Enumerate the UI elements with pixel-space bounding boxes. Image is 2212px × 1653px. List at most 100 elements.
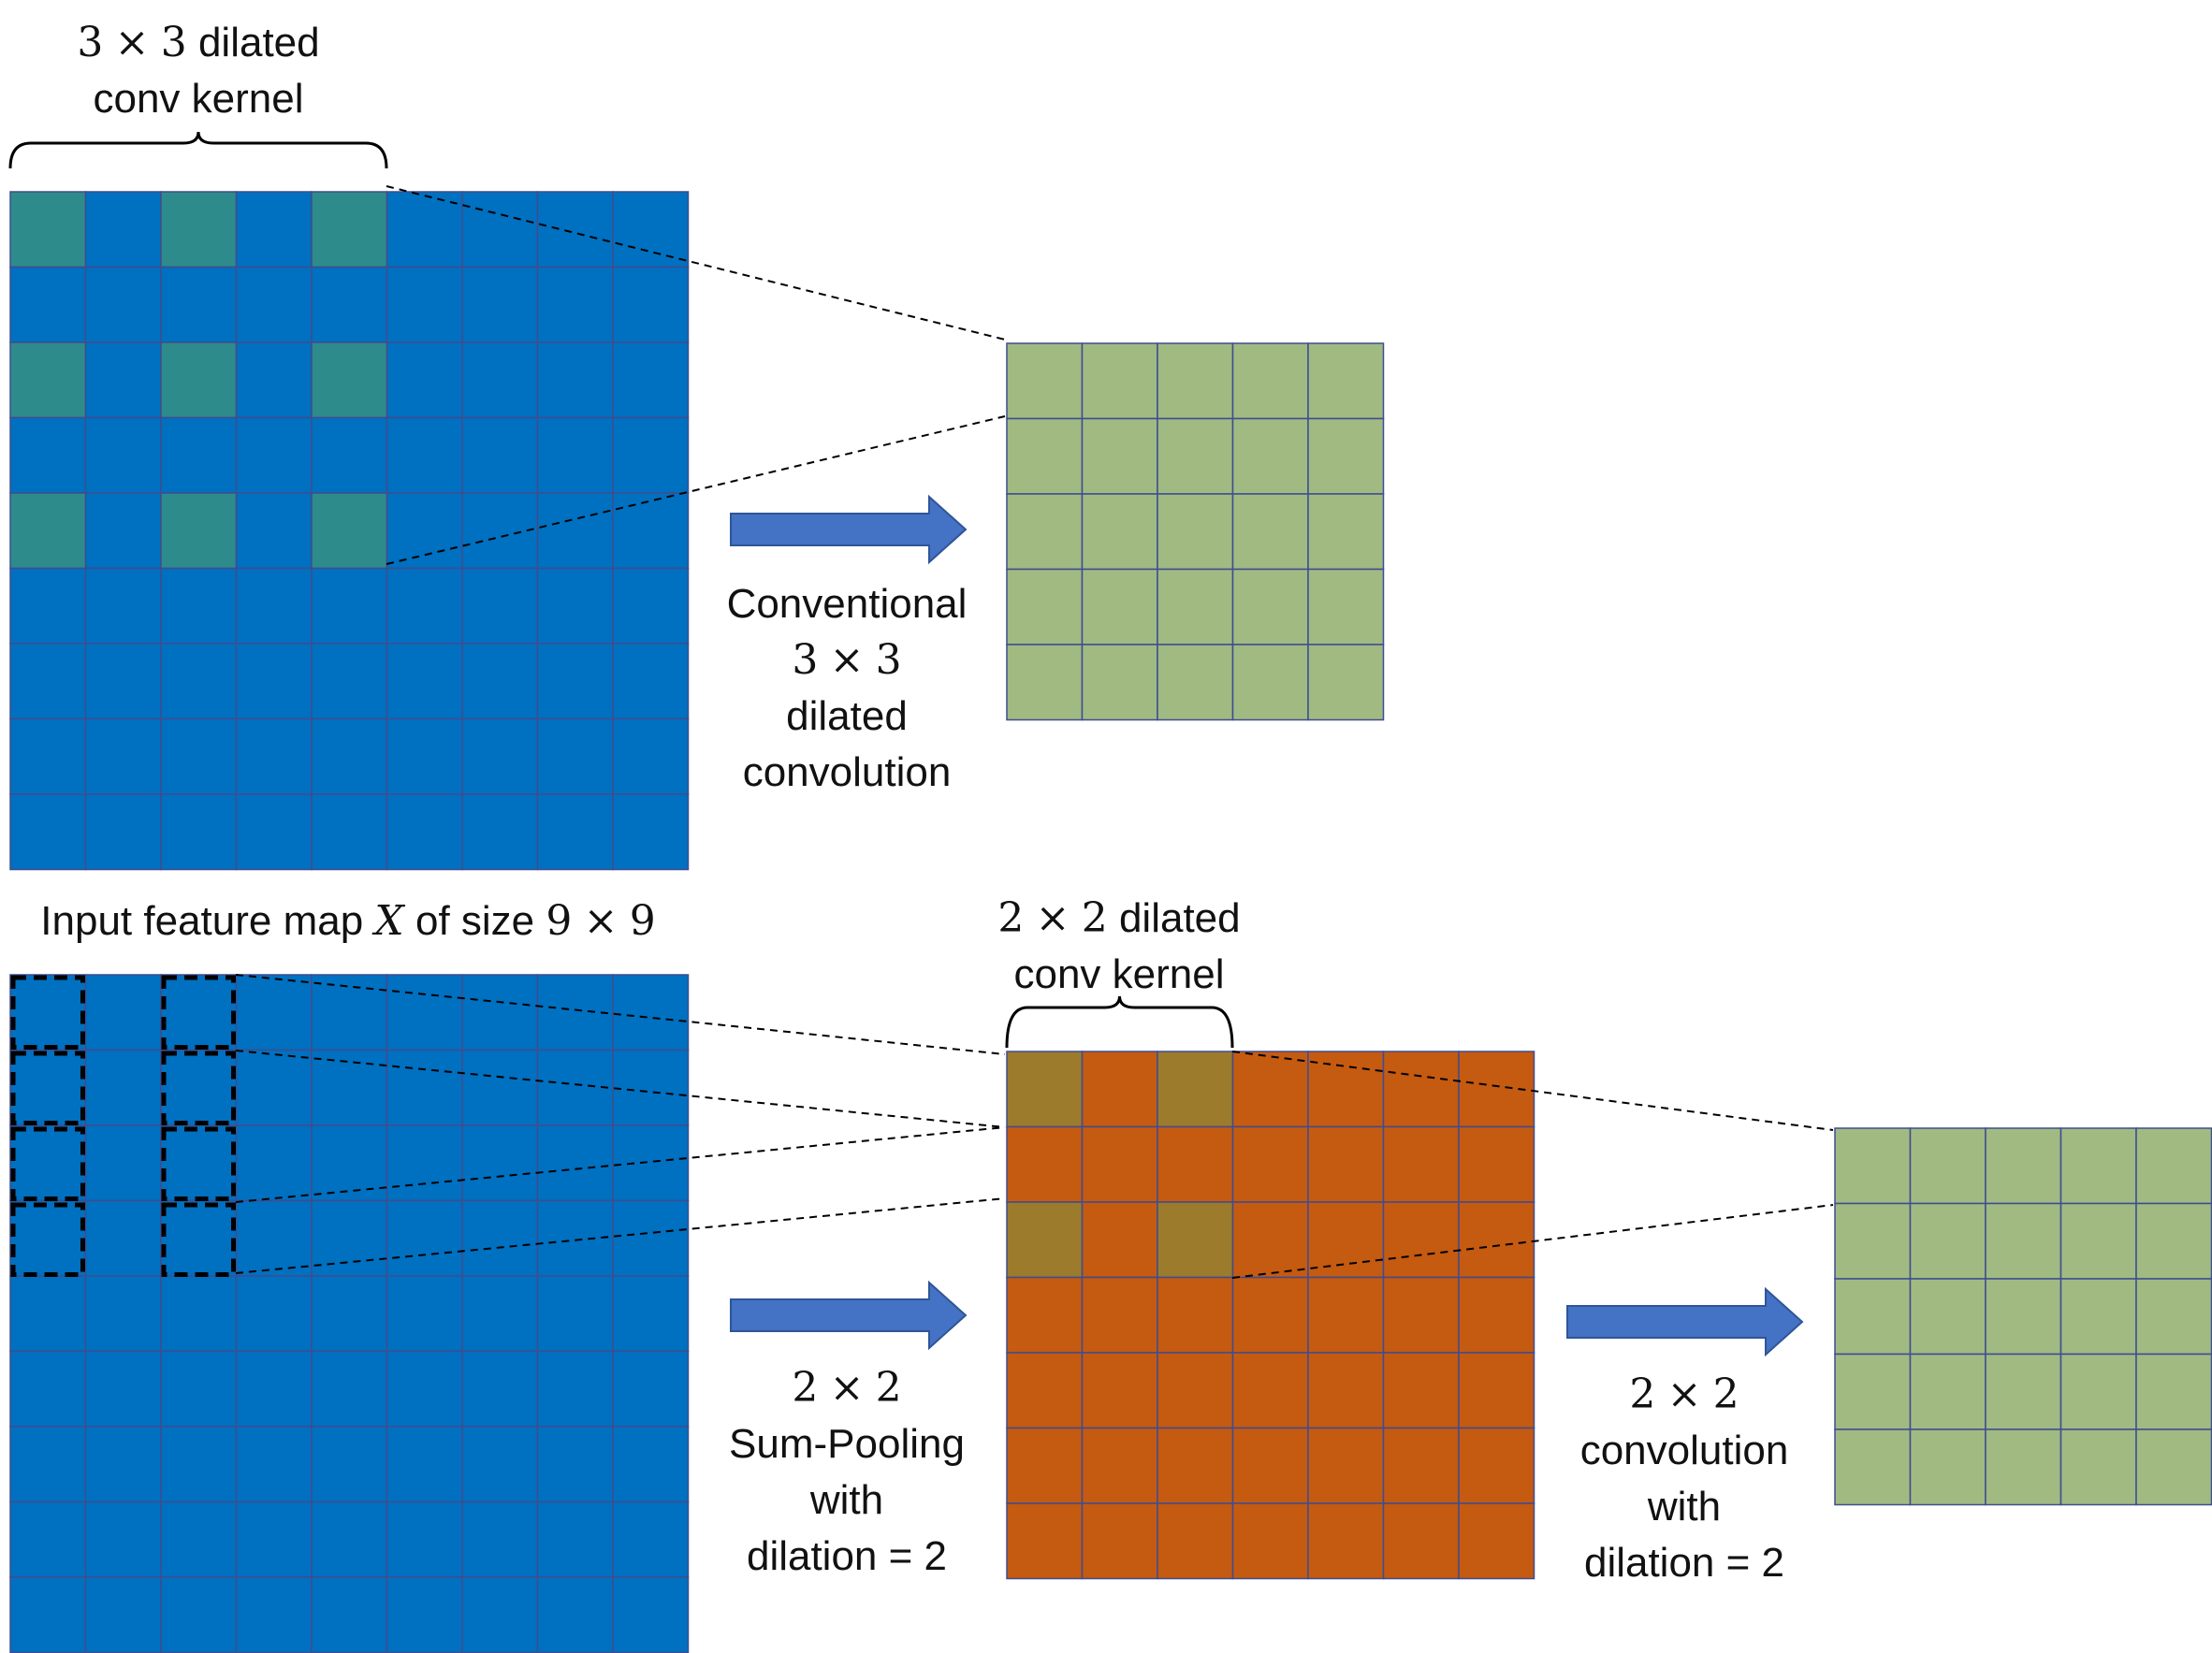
grid-cell xyxy=(386,974,463,1051)
grid-cell xyxy=(1307,1201,1385,1279)
projection-line xyxy=(386,415,1006,565)
grid-cell xyxy=(461,974,539,1051)
grid-cell xyxy=(160,718,238,795)
kernel-cell xyxy=(1157,1051,1234,1128)
grid-cell xyxy=(536,1124,614,1202)
bottom-kernel-label-line1: 2 × 2 dilated xyxy=(997,894,1241,942)
grid-cell xyxy=(160,1049,238,1126)
bottom-kernel-brace-icon xyxy=(1005,995,1234,1049)
right-arrow-icon-top xyxy=(730,494,968,565)
grid-cell xyxy=(84,191,162,268)
grid-cell xyxy=(1157,1276,1234,1354)
grid-cell xyxy=(612,1426,690,1503)
grid-cell xyxy=(311,1049,388,1126)
grid-cell xyxy=(1307,342,1385,420)
grid-cell xyxy=(386,793,463,871)
grid-cell xyxy=(2059,1127,2137,1205)
grid-cell xyxy=(1909,1278,1986,1356)
grid-cell xyxy=(9,718,87,795)
grid-cell xyxy=(612,416,690,494)
projection-line xyxy=(1231,1051,1834,1131)
grid-cell xyxy=(235,793,313,871)
grid-cell xyxy=(612,1275,690,1353)
pooling-window xyxy=(161,975,236,1050)
grid-cell xyxy=(1458,1276,1535,1354)
grid-cell xyxy=(386,1350,463,1428)
grid-cell xyxy=(536,718,614,795)
grid-cell xyxy=(536,1049,614,1126)
grid-cell xyxy=(9,1275,87,1353)
grid-cell xyxy=(1909,1202,1986,1280)
grid-cell xyxy=(1157,1502,1234,1580)
grid-cell xyxy=(235,1576,313,1653)
grid-cell xyxy=(311,718,388,795)
sum-pooling-line1: 2 × 2 xyxy=(792,1364,902,1412)
grid-cell xyxy=(311,567,388,645)
grid-cell xyxy=(160,1501,238,1578)
kernel-cell xyxy=(1006,1201,1084,1279)
grid-cell xyxy=(160,1124,238,1202)
braces-layer xyxy=(8,131,1234,1049)
grid-cell xyxy=(1006,417,1084,495)
projection-line xyxy=(1231,1204,1834,1279)
grid-cell xyxy=(612,793,690,871)
grid-cell xyxy=(160,567,238,645)
grid-cell xyxy=(311,1501,388,1578)
top-input-grid xyxy=(9,191,690,871)
grid-cell xyxy=(160,416,238,494)
grid-cell xyxy=(2059,1278,2137,1356)
grid-cell xyxy=(461,567,539,645)
grid-cell xyxy=(612,1049,690,1126)
grid-cell xyxy=(235,974,313,1051)
grid-cell xyxy=(386,1049,463,1126)
grid-cell xyxy=(160,1350,238,1428)
projection-lines-layer xyxy=(235,185,1834,1279)
grid-cell xyxy=(386,341,463,419)
pooling-window xyxy=(10,975,85,1050)
grid-cell xyxy=(1006,1352,1084,1429)
grid-cell xyxy=(1081,644,1158,721)
grid-cell xyxy=(536,341,614,419)
grid-cell xyxy=(1081,1276,1158,1354)
grid-cell xyxy=(461,1426,539,1503)
grid-cell xyxy=(461,492,539,570)
grid-cell xyxy=(1382,1051,1460,1128)
grid-cell xyxy=(84,643,162,720)
grid-cell xyxy=(235,1124,313,1202)
grid-cell xyxy=(1081,1502,1158,1580)
kernel-cell xyxy=(160,492,238,570)
grid-cell xyxy=(235,191,313,268)
input-feature-map-caption: Input feature map X of size 9 × 9 xyxy=(40,897,656,945)
grid-cell xyxy=(536,567,614,645)
pooling-window xyxy=(161,1051,236,1125)
grid-cell xyxy=(1307,1502,1385,1580)
grid-cell xyxy=(235,567,313,645)
grid-cell xyxy=(235,1049,313,1126)
grid-cell xyxy=(461,341,539,419)
grid-cell xyxy=(1231,1201,1309,1279)
kernel-cell xyxy=(9,341,87,419)
dilated-conv-line4: dilation = 2 xyxy=(1583,1540,1785,1586)
projection-line xyxy=(235,1050,1006,1128)
grid-cell xyxy=(9,1124,87,1202)
grid-cell xyxy=(235,1275,313,1353)
grid-cell xyxy=(1006,644,1084,721)
sum-pooling-line3: with xyxy=(809,1477,884,1523)
grid-cell xyxy=(612,1124,690,1202)
pooled-grid xyxy=(1006,1051,1535,1580)
grid-cell xyxy=(386,1426,463,1503)
pooling-window xyxy=(161,1126,236,1201)
grid-cell xyxy=(386,1275,463,1353)
grid-cell xyxy=(84,718,162,795)
grid-cell xyxy=(9,1426,87,1503)
bottom-kernel-label-line2: conv kernel xyxy=(1013,951,1225,997)
grid-cell xyxy=(536,1350,614,1428)
grid-cell xyxy=(1834,1127,1912,1205)
grid-cell xyxy=(386,1501,463,1578)
grid-cell xyxy=(1307,493,1385,571)
grid-cell xyxy=(536,643,614,720)
top-output-grid xyxy=(1006,342,1385,721)
grid-cell xyxy=(1157,1352,1234,1429)
grid-cell xyxy=(235,1199,313,1277)
